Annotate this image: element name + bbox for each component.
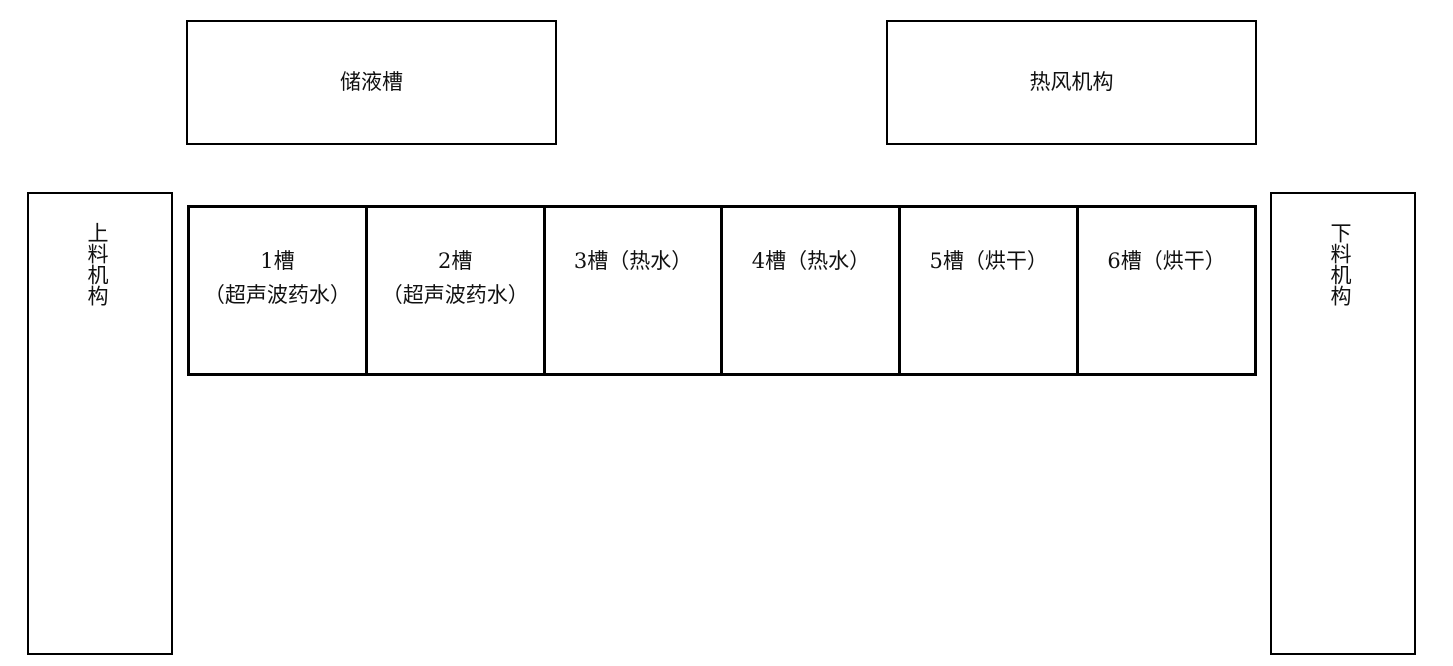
- tank-1: 1槽 （超声波药水）: [190, 208, 368, 373]
- tank-5: 5槽（烘干）: [901, 208, 1080, 373]
- loading-box: 上料机构: [27, 192, 173, 655]
- tank-3: 3槽（热水）: [546, 208, 724, 373]
- unloading-box: 下料机构: [1270, 192, 1416, 655]
- tank-4-title: 4槽（热水）: [751, 249, 871, 273]
- hot-air-box: 热风机构: [886, 20, 1257, 145]
- tank-1-title: 1槽: [260, 249, 295, 273]
- tank-3-title: 3槽（热水）: [573, 249, 693, 273]
- storage-tank-label: 储液槽: [340, 70, 403, 94]
- tank-6-title: 6槽（烘干）: [1107, 249, 1226, 273]
- tank-1-desc: （超声波药水）: [203, 283, 351, 307]
- tank-6: 6槽（烘干）: [1079, 208, 1254, 373]
- tank-2: 2槽 （超声波药水）: [368, 208, 546, 373]
- unloading-label: 下料机构: [1328, 222, 1352, 306]
- tank-2-desc: （超声波药水）: [381, 283, 529, 307]
- hot-air-label: 热风机构: [1029, 70, 1114, 94]
- tank-2-title: 2槽: [438, 249, 473, 273]
- loading-label: 上料机构: [85, 222, 109, 306]
- storage-tank-box: 储液槽: [186, 20, 557, 145]
- tank-4: 4槽（热水）: [723, 208, 902, 373]
- tank-row: 1槽 （超声波药水） 2槽 （超声波药水） 3槽（热水） 4槽（热水） 5槽（烘干）…: [187, 205, 1257, 376]
- tank-5-title: 5槽（烘干）: [929, 249, 1048, 273]
